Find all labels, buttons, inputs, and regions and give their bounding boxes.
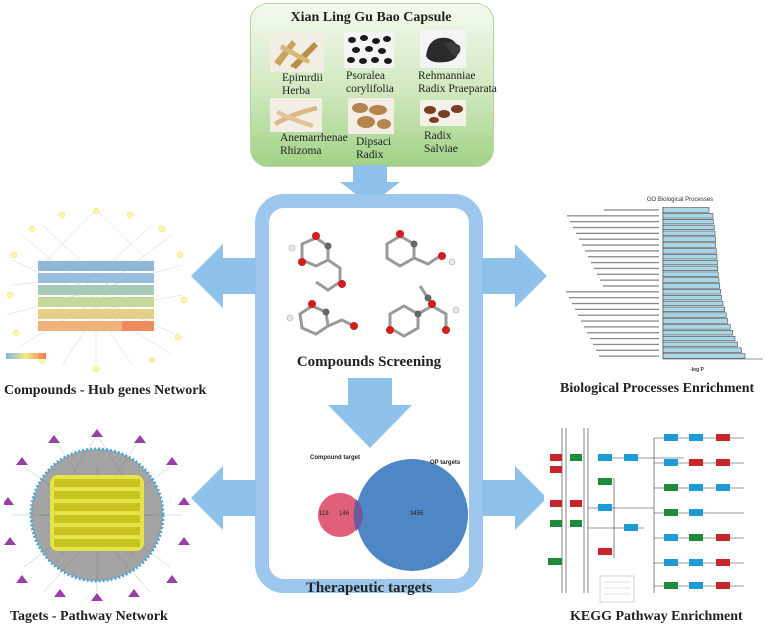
- bio-term-label-16: [569, 297, 659, 299]
- bio-term-label-6: [579, 238, 659, 240]
- bio-bar-15: [662, 289, 721, 295]
- herb-image-rehmannia: [420, 30, 466, 68]
- bio-term-label-25: [596, 349, 659, 351]
- herb-image-psoralea: [344, 32, 394, 68]
- bio-term-label-8: [585, 250, 659, 252]
- bio-term-label-18: [575, 308, 659, 311]
- venn-overlap-count: 146: [339, 511, 350, 517]
- bio-term-label-3: [570, 221, 659, 223]
- bio-bar-24: [662, 341, 738, 347]
- bio-bar-2: [662, 213, 714, 219]
- venn-left-count: 119: [319, 511, 329, 517]
- bio-term-label-15: [566, 291, 659, 293]
- bio-bar-11: [662, 265, 719, 271]
- bio-bar-23: [662, 335, 736, 342]
- bio-bar-3: [662, 219, 714, 225]
- venn-right-count: 3455: [410, 511, 424, 517]
- therapeutic-targets-caption: Therapeutic targets: [305, 580, 433, 596]
- venn-diagram: [318, 459, 468, 571]
- bio-term-label-4: [573, 226, 659, 229]
- bio-term-label-14: [603, 285, 659, 287]
- bio-term-label-17: [572, 302, 659, 305]
- bio-bar-14: [662, 283, 721, 289]
- bio-term-label-19: [578, 314, 659, 316]
- bio-bar-7: [662, 242, 717, 248]
- bio-bar-19: [662, 312, 727, 318]
- bio-bar-12: [662, 271, 719, 277]
- bio-term-label-21: [584, 326, 659, 328]
- bio-bar-17: [662, 300, 724, 307]
- venn-left-label: Compound target: [310, 455, 360, 461]
- bio-bar-22: [662, 330, 733, 336]
- herb-image-anemarrhena: [270, 98, 322, 132]
- molecule-structures: [286, 230, 460, 338]
- compounds-screening-caption: Compounds Screening: [296, 354, 442, 370]
- targets-pathway-network: [4, 427, 190, 603]
- bio-term-label-10: [591, 261, 659, 264]
- bio-bar-9: [662, 254, 718, 260]
- bio-term-label-23: [590, 337, 659, 340]
- herb-image-salvia: [420, 100, 466, 126]
- bio-term-label-26: [599, 355, 659, 357]
- bio-bar-4: [662, 224, 715, 231]
- bio-term-label-1: [604, 209, 659, 211]
- targets-pathway-caption: Tagets - Pathway Network: [10, 609, 168, 624]
- bio-bar-5: [662, 230, 716, 236]
- bio-bar-25: [662, 347, 742, 353]
- bio-term-label-12: [597, 273, 659, 275]
- bio-chart-xlabel: -log P: [690, 367, 704, 373]
- bio-term-label-13: [600, 279, 659, 281]
- bio-term-label-20: [581, 320, 659, 322]
- bio-bar-26: [662, 353, 746, 359]
- bio-bar-6: [662, 236, 716, 242]
- compounds-hub-caption: Compounds - Hub genes Network: [4, 383, 207, 398]
- bio-bar-20: [662, 318, 729, 324]
- bio-bar-8: [662, 248, 717, 254]
- bio-bar-13: [662, 277, 720, 283]
- compounds-hub-network: [2, 205, 190, 375]
- bio-chart-title: GO Biological Processes: [646, 197, 714, 203]
- bio-term-label-22: [587, 332, 659, 334]
- capsule-title: Xian Ling Gu Bao Capsule: [290, 10, 452, 25]
- bio-term-label-9: [588, 256, 659, 258]
- bio-term-label-5: [576, 232, 659, 235]
- bio-bar-21: [662, 324, 731, 330]
- bio-bar-18: [662, 306, 725, 312]
- bio-bar-10: [662, 259, 718, 266]
- bio-bar-1: [662, 207, 710, 213]
- venn-right-label: OP targets: [430, 460, 461, 466]
- bio-term-label-24: [593, 343, 659, 346]
- kegg-caption: KEGG Pathway Enrichment: [570, 609, 743, 624]
- bio-term-label-7: [582, 244, 659, 246]
- herb-image-dipsacus: [348, 98, 394, 134]
- kegg-pathway-map: [544, 418, 772, 608]
- bio-processes-caption: Biological Processes Enrichment: [560, 381, 755, 396]
- bio-processes-chart: [566, 207, 763, 360]
- bio-term-label-11: [594, 267, 659, 270]
- bio-term-label-2: [567, 215, 659, 217]
- herb-image-epimedium: [270, 32, 324, 72]
- bio-bar-16: [662, 295, 722, 301]
